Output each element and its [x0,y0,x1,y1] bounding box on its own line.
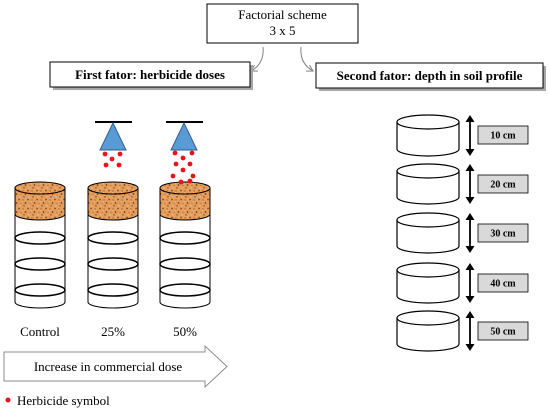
column-ring [14,231,66,245]
soil-surface [14,181,66,195]
column-ring [159,231,211,245]
herbicide-symbol-icon [5,397,11,403]
double-arrow-icon [465,213,475,253]
soil-column-control [14,181,66,309]
depth-layer-20: 20 cm [396,163,529,205]
column-ring [159,283,211,297]
depth-cylinder-top [396,114,460,130]
depth-label-box [477,273,529,293]
double-arrow-icon [465,311,475,351]
second-factor-label: Second fator: depth in soil profile [337,68,523,83]
double-arrow-icon [465,164,475,204]
column-ring [14,283,66,297]
double-arrow-icon [465,115,475,156]
depth-label: 40 cm [490,279,516,290]
herbicide-drop [103,162,109,168]
scheme-subtitle: 3 x 5 [270,23,296,38]
depth-label: 10 cm [490,131,516,142]
depth-cylinder-top [396,163,460,179]
column-ring [87,257,139,271]
scheme-box: Factorial scheme 3 x 5 [206,3,359,44]
legend-label: Herbicide symbol [17,393,110,408]
arrow-right-icon [3,344,228,389]
soil-layer [87,187,139,221]
scheme-title: Factorial scheme [238,7,327,22]
herbicide-drop [180,167,186,173]
depth-label-box [477,321,529,341]
soil-surface [159,181,211,195]
depth-label-box [477,125,529,145]
depth-label: 20 cm [490,180,516,191]
column-ring [14,257,66,271]
depth-layer-40: 40 cm [396,262,529,304]
herbicide-drop [173,161,179,167]
depth-label-box [477,223,529,243]
dose-increase-arrow: Increase in commercial dose [3,344,228,389]
sprayer-icon [95,121,132,151]
depth-layer-10: 10 cm [396,114,529,157]
herbicide-drop [187,161,193,167]
herbicide-drop [116,162,122,168]
herbicide-drop [178,179,184,185]
depth-label-box [477,174,529,194]
first-factor-box: First fator: herbicide doses [49,61,253,90]
depth-cylinder-body [396,269,460,304]
dose-increase-label: Increase in commercial dose [34,359,183,374]
depth-layer-50: 50 cm [396,310,529,352]
soil-surface [87,181,139,195]
second-factor-frame [315,62,544,89]
herbicide-drops-50 [170,150,196,185]
herbicide-drop [190,173,196,179]
soil-column-25 [87,181,139,309]
second-factor-box: Second fator: depth in soil profile [315,62,546,91]
column-ring [87,283,139,297]
depth-cylinder-body [396,121,460,157]
herbicide-drops-25 [102,151,123,168]
depth-cylinder-top [396,262,460,278]
curved-arrow-right-icon [300,46,314,72]
soil-column-50 [159,181,211,309]
dose-label-control: Control [20,324,60,339]
herbicide-drop [172,150,178,156]
first-factor-label: First fator: herbicide doses [75,67,225,82]
depth-cylinder-body [396,317,460,352]
depth-cylinder-body [396,219,460,254]
herbicide-drop [189,150,195,156]
dose-label-50: 50% [173,324,197,339]
sprayer-icon [166,121,203,151]
depth-label: 50 cm [490,327,516,338]
herbicide-drop [187,178,193,184]
herbicide-drop [109,156,115,162]
depth-cylinder-top [396,310,460,326]
depth-cylinder-body [396,170,460,205]
column-ring [87,231,139,245]
herbicide-drop [102,151,108,157]
depth-layer-30: 30 cm [396,212,529,254]
scheme-box-frame [206,3,359,44]
depth-label: 30 cm [490,229,516,240]
herbicide-drop [117,151,123,157]
herbicide-drop [180,155,186,161]
first-factor-frame [49,61,251,88]
soil-layer [14,187,66,221]
soil-layer [159,187,211,221]
column-ring [159,257,211,271]
dose-label-25: 25% [101,324,125,339]
depth-cylinder-top [396,212,460,228]
double-arrow-icon [465,263,475,303]
legend: Herbicide symbol [5,393,110,408]
herbicide-drop [170,173,176,179]
